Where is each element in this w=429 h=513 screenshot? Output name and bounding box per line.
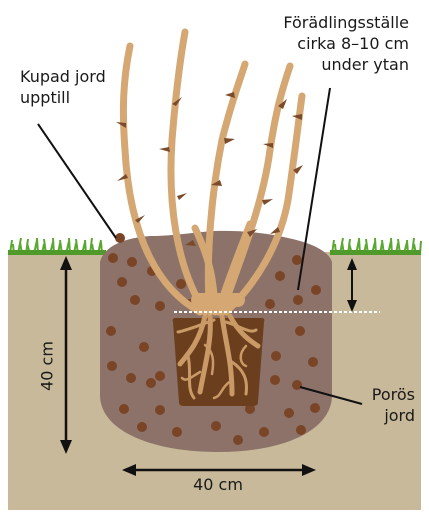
label-porous-soil-line-2: jord <box>372 405 415 426</box>
pointer-hilled-soil <box>38 124 116 238</box>
label-porous-soil-line-1: Porös <box>372 384 415 405</box>
label-graft-union: Förädlingsställe cirka 8–10 cm under yta… <box>283 12 409 75</box>
grass-left <box>8 238 106 255</box>
label-graft-union-line-3: under ytan <box>283 54 409 75</box>
label-hilled-soil: Kupad jord upptill <box>20 66 106 108</box>
label-graft-union-line-2: cirka 8–10 cm <box>283 33 409 54</box>
label-porous-soil: Porös jord <box>372 384 415 426</box>
label-graft-union-line-1: Förädlingsställe <box>283 12 409 33</box>
label-hilled-soil-line-1: Kupad jord <box>20 66 106 87</box>
label-depth: 40 cm <box>37 341 58 391</box>
grass-right <box>330 238 421 255</box>
label-width: 40 cm <box>193 474 243 495</box>
label-hilled-soil-line-2: upptill <box>20 87 106 108</box>
